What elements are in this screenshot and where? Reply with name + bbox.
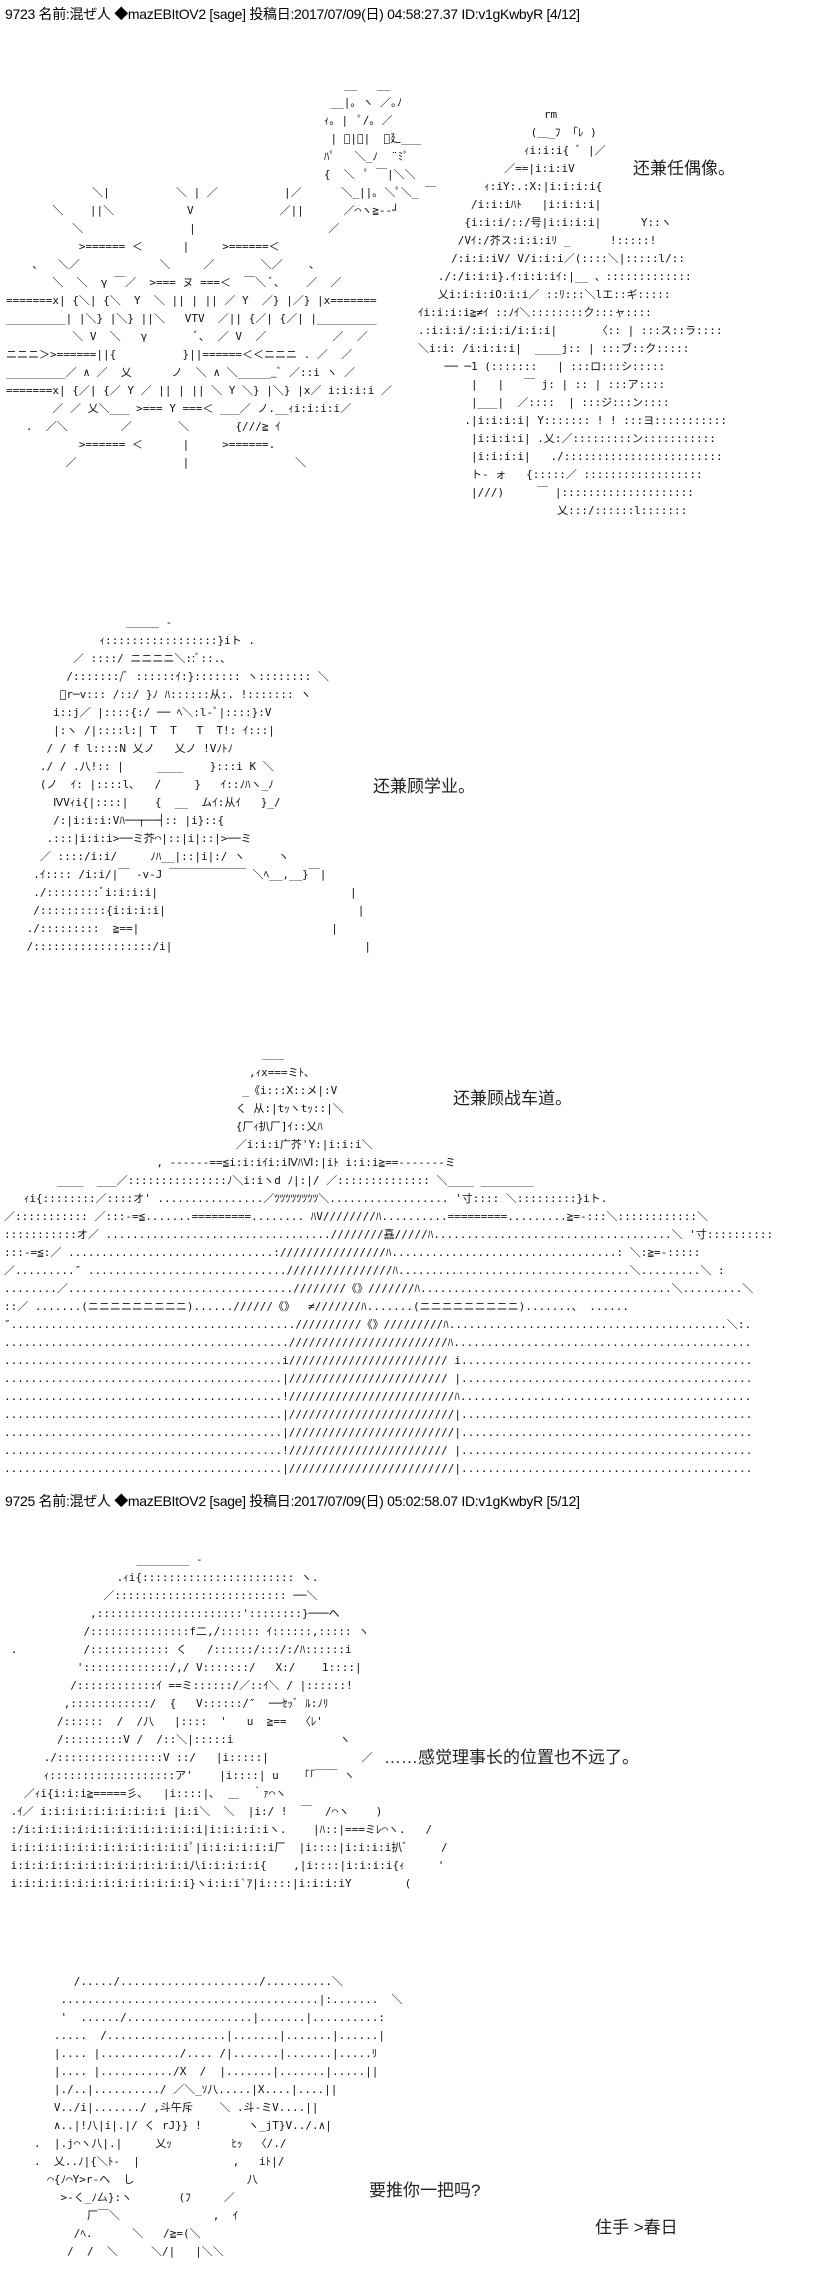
dialogue-line: 还兼任偶像。 — [633, 159, 735, 178]
fireworks-ascii-art: __ __ __|｡ ヽ ／｡ﾉ ｨ｡ | ﾟ/｡ ／ | ﾟ|ﾟ| ｡廴___ — [6, 78, 437, 469]
haruhi-ascii-art: /...../...................../..........＼… — [34, 1975, 403, 2258]
dialogue-line: ……感觉理事长的位置也不远了。 — [384, 1748, 639, 1767]
tank-ascii-art: ＿＿ ,ｨx===ミﾄ､ _《i:::X::メ|:V く 从:|tｯヽtｯ::|… — [4, 1048, 774, 1475]
speaker-tag: 住手 >春日 — [595, 2218, 678, 2237]
post-header: 9725 名前:混ぜ人 ◆mazEBItOV2 [sage] 投稿日:2017/… — [5, 1493, 580, 1509]
dialogue-line: 要推你一把吗? — [369, 2181, 481, 2200]
idol-ascii-art: rm (＿_ﾌ 「ﾚ ) ｨi:i:i{ ﾞ |／ ／==|i:i:iV ｨ:i… — [418, 108, 728, 517]
dialogue-line: 还兼顾战车道。 — [453, 1089, 572, 1108]
chairman-ascii-art: ________ - .ｨi{::::::::::::::::::::::: ヽ… — [10, 1553, 448, 1890]
dialogue-line: 还兼顾学业。 — [373, 777, 475, 796]
student-ascii-art: ＿＿＿ - ｨ:::::::::::::::::}iト . ／ ::::/ ニニ… — [26, 616, 371, 953]
post-header: 9723 名前:混ぜ人 ◆mazEBItOV2 [sage] 投稿日:2017/… — [5, 6, 580, 22]
